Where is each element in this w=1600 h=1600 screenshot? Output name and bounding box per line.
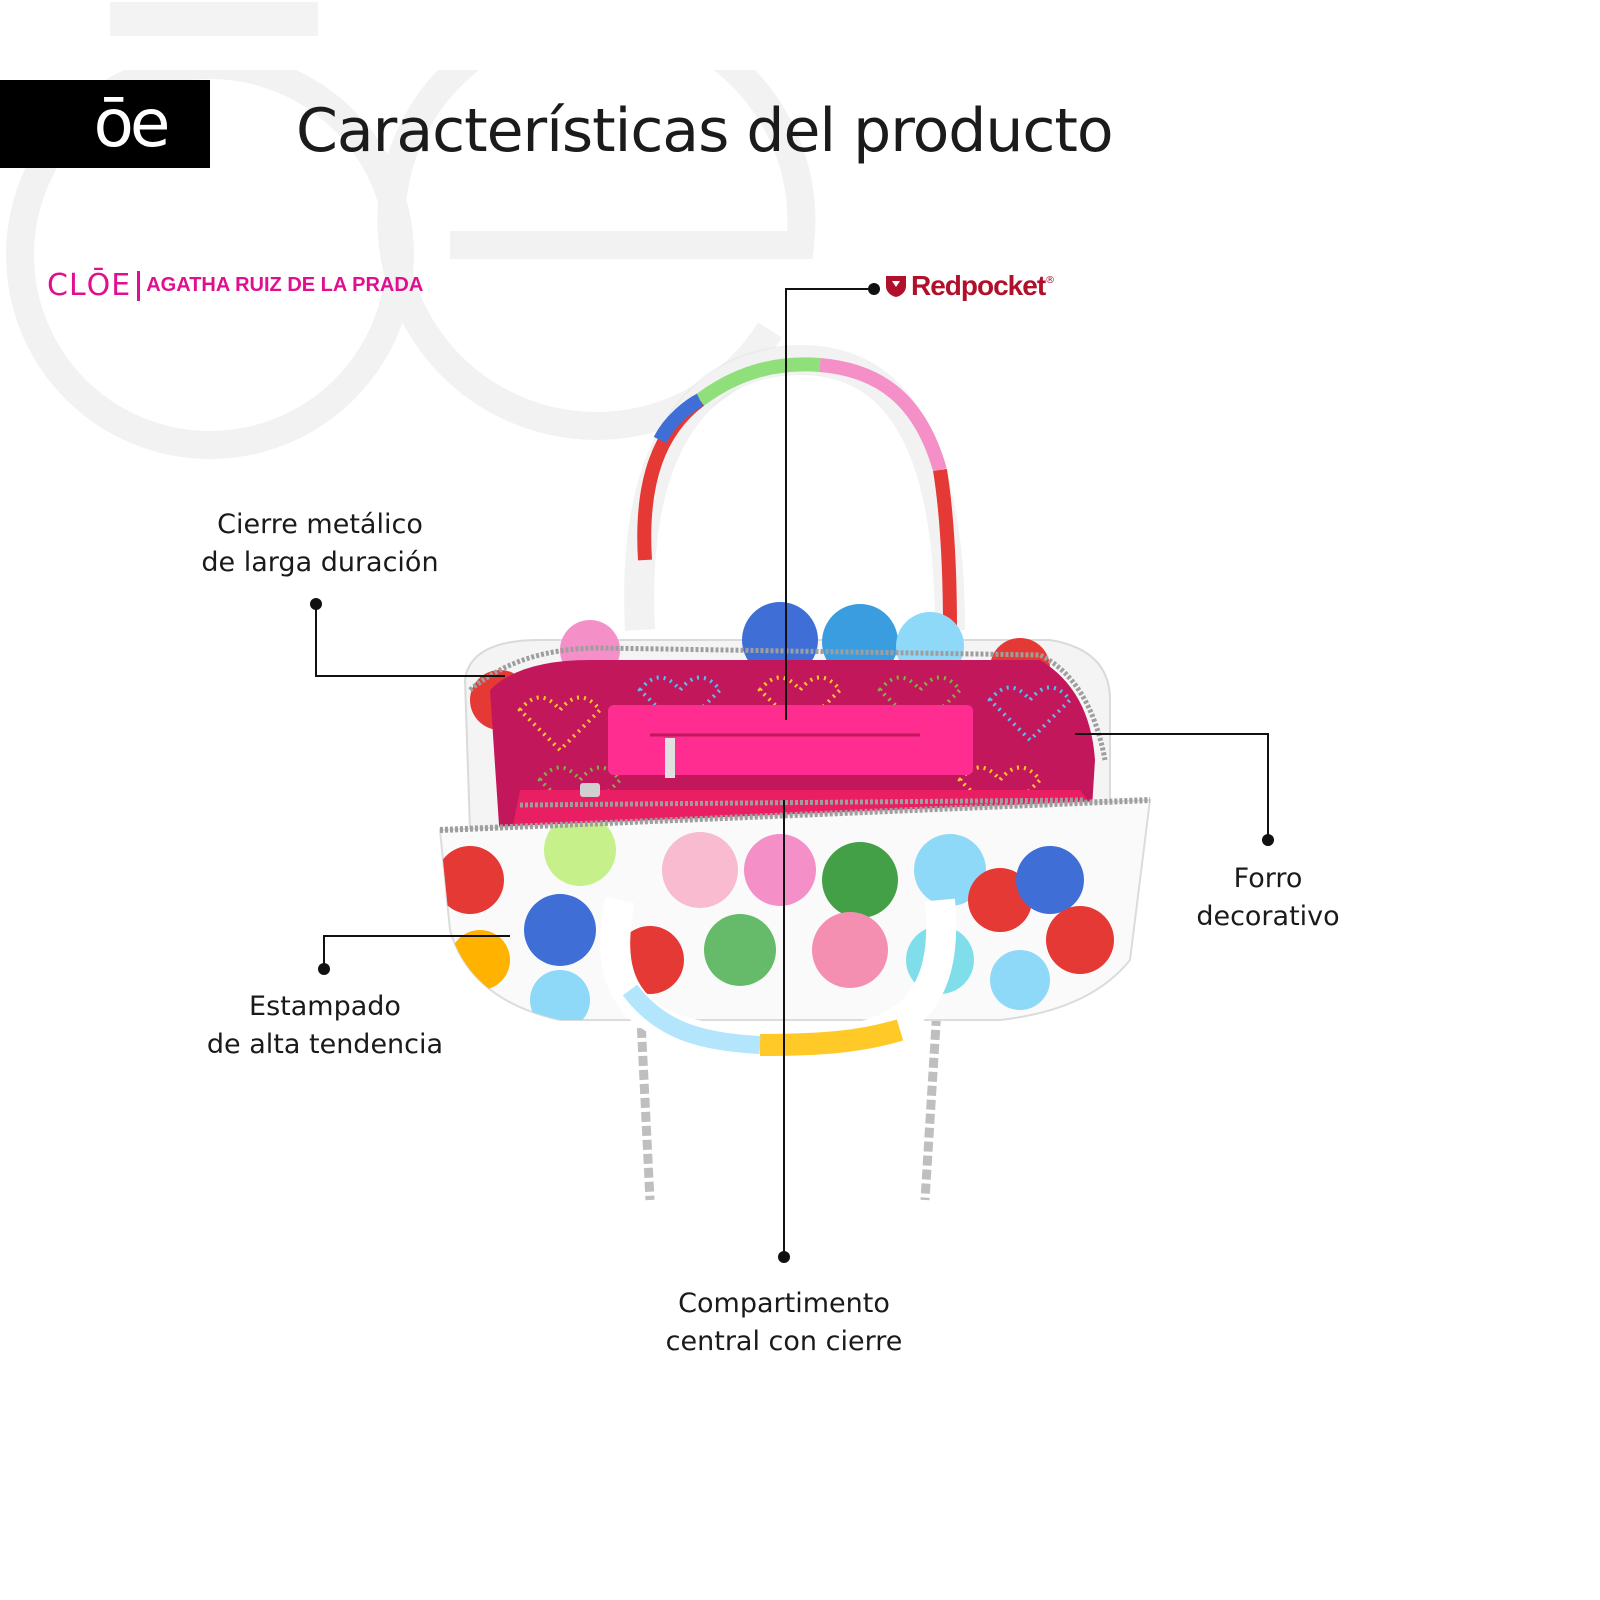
chain-right <box>920 959 945 1201</box>
callout-dot-cierre <box>310 598 322 610</box>
feature-label-cierre: Cierre metálico de larga duración <box>201 509 439 578</box>
callout-dot-compartimento <box>778 1251 790 1263</box>
callout-dot-forro <box>1262 834 1274 846</box>
chain-left <box>635 999 655 1201</box>
page-title: Características del producto <box>296 96 1114 166</box>
registered-mark: ® <box>1045 274 1056 286</box>
callout-line-estampado <box>323 935 510 969</box>
brand-name: CLŌE <box>47 268 132 303</box>
callout-line-cierre <box>315 604 505 677</box>
callout-line-forro <box>1075 733 1269 840</box>
brand-collab: AGATHA RUIZ DE LA PRADA <box>146 274 424 296</box>
feature-label-compartimento: Compartimento central con cierre <box>665 1288 903 1357</box>
brand-logo: ōe <box>93 85 171 162</box>
feature-label-estampado: Estampado de alta tendencia <box>206 991 444 1060</box>
redpocket-name: Redpocket <box>911 270 1046 301</box>
feature-label-forro: Forro decorativo <box>1196 863 1340 932</box>
brand-logo-box: ōe <box>0 80 210 168</box>
redpocket-logo: Redpocket ® <box>885 270 1055 302</box>
inner-pocket <box>608 705 973 775</box>
watermark-logo <box>6 70 816 459</box>
top-placeholder-bar <box>110 2 318 36</box>
callout-dot-redpocket <box>868 283 880 295</box>
callout-dot-estampado <box>318 963 330 975</box>
brand-separator <box>137 270 141 301</box>
top-zipper <box>468 645 1108 761</box>
shield-icon <box>886 276 906 297</box>
collab-brand-logo: CLŌE AGATHA RUIZ DE LA PRADA <box>47 268 423 303</box>
callout-line-redpocket <box>785 288 872 720</box>
